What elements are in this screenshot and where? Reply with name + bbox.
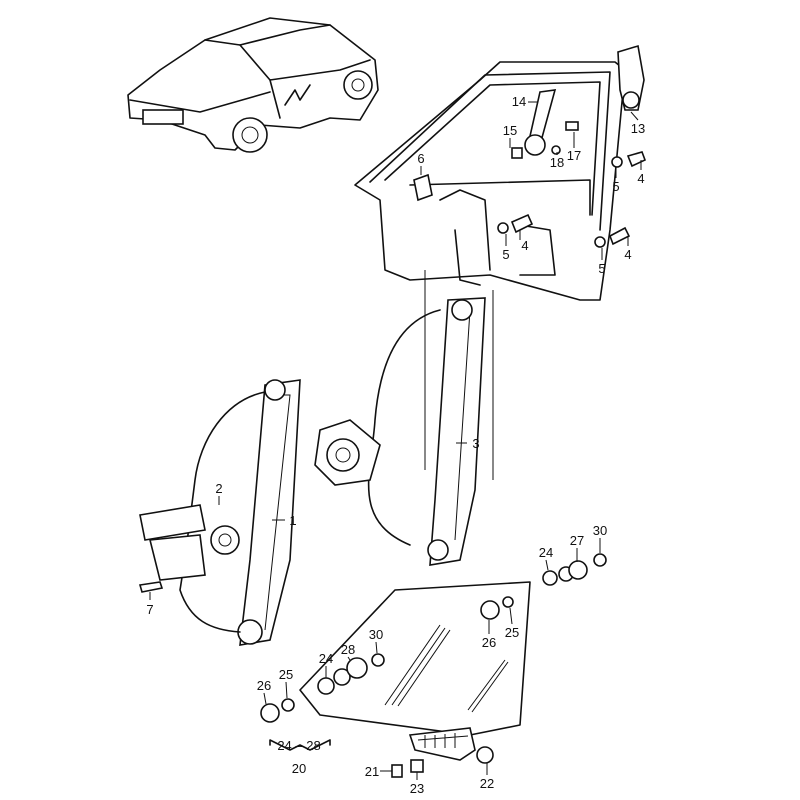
- callout-7: 7: [146, 602, 153, 617]
- window-regulator-left: [138, 379, 301, 646]
- callout-18: 18: [550, 155, 564, 170]
- fasteners-upper: [413, 151, 647, 248]
- car-illustration: [127, 17, 379, 153]
- callout-5: 5: [598, 261, 605, 276]
- callout-20: 20: [292, 761, 306, 776]
- callout-26: 26: [482, 635, 496, 650]
- window-crank-handle: [511, 89, 579, 159]
- callout-21: 21: [365, 764, 379, 779]
- callout-labels: 13 14 15 17 18 6 4 5 4 5 4 5 3 2 1 7 24 …: [146, 94, 645, 796]
- callout-6: 6: [417, 151, 424, 166]
- callout-28: 28: [341, 642, 355, 657]
- callout-3: 3: [472, 436, 479, 451]
- callout-5: 5: [502, 247, 509, 262]
- callout-24: 24: [539, 545, 553, 560]
- callout-4: 4: [521, 238, 528, 253]
- leader-lines: [149, 101, 642, 780]
- callout-17: 17: [567, 148, 581, 163]
- callout-2: 2: [215, 481, 222, 496]
- callout-27: 27: [570, 533, 584, 548]
- window-regulator-right: [314, 270, 494, 566]
- callout-24-28: 24 – 28: [277, 738, 320, 753]
- callout-5: 5: [612, 179, 619, 194]
- callout-24: 24: [319, 651, 333, 666]
- window-glass: [299, 581, 531, 761]
- callout-25: 25: [505, 625, 519, 640]
- callout-22: 22: [480, 776, 494, 791]
- callout-23: 23: [410, 781, 424, 796]
- callout-14: 14: [512, 94, 526, 109]
- callout-13: 13: [631, 121, 645, 136]
- callout-15: 15: [503, 123, 517, 138]
- glass-fasteners: [260, 553, 607, 778]
- callout-4: 4: [637, 171, 644, 186]
- door-highlight: [284, 84, 311, 106]
- callout-25: 25: [279, 667, 293, 682]
- callout-30: 30: [593, 523, 607, 538]
- door-frame: [354, 44, 645, 301]
- callout-26: 26: [257, 678, 271, 693]
- callout-1: 1: [289, 513, 296, 528]
- callout-4: 4: [624, 247, 631, 262]
- callout-30: 30: [369, 627, 383, 642]
